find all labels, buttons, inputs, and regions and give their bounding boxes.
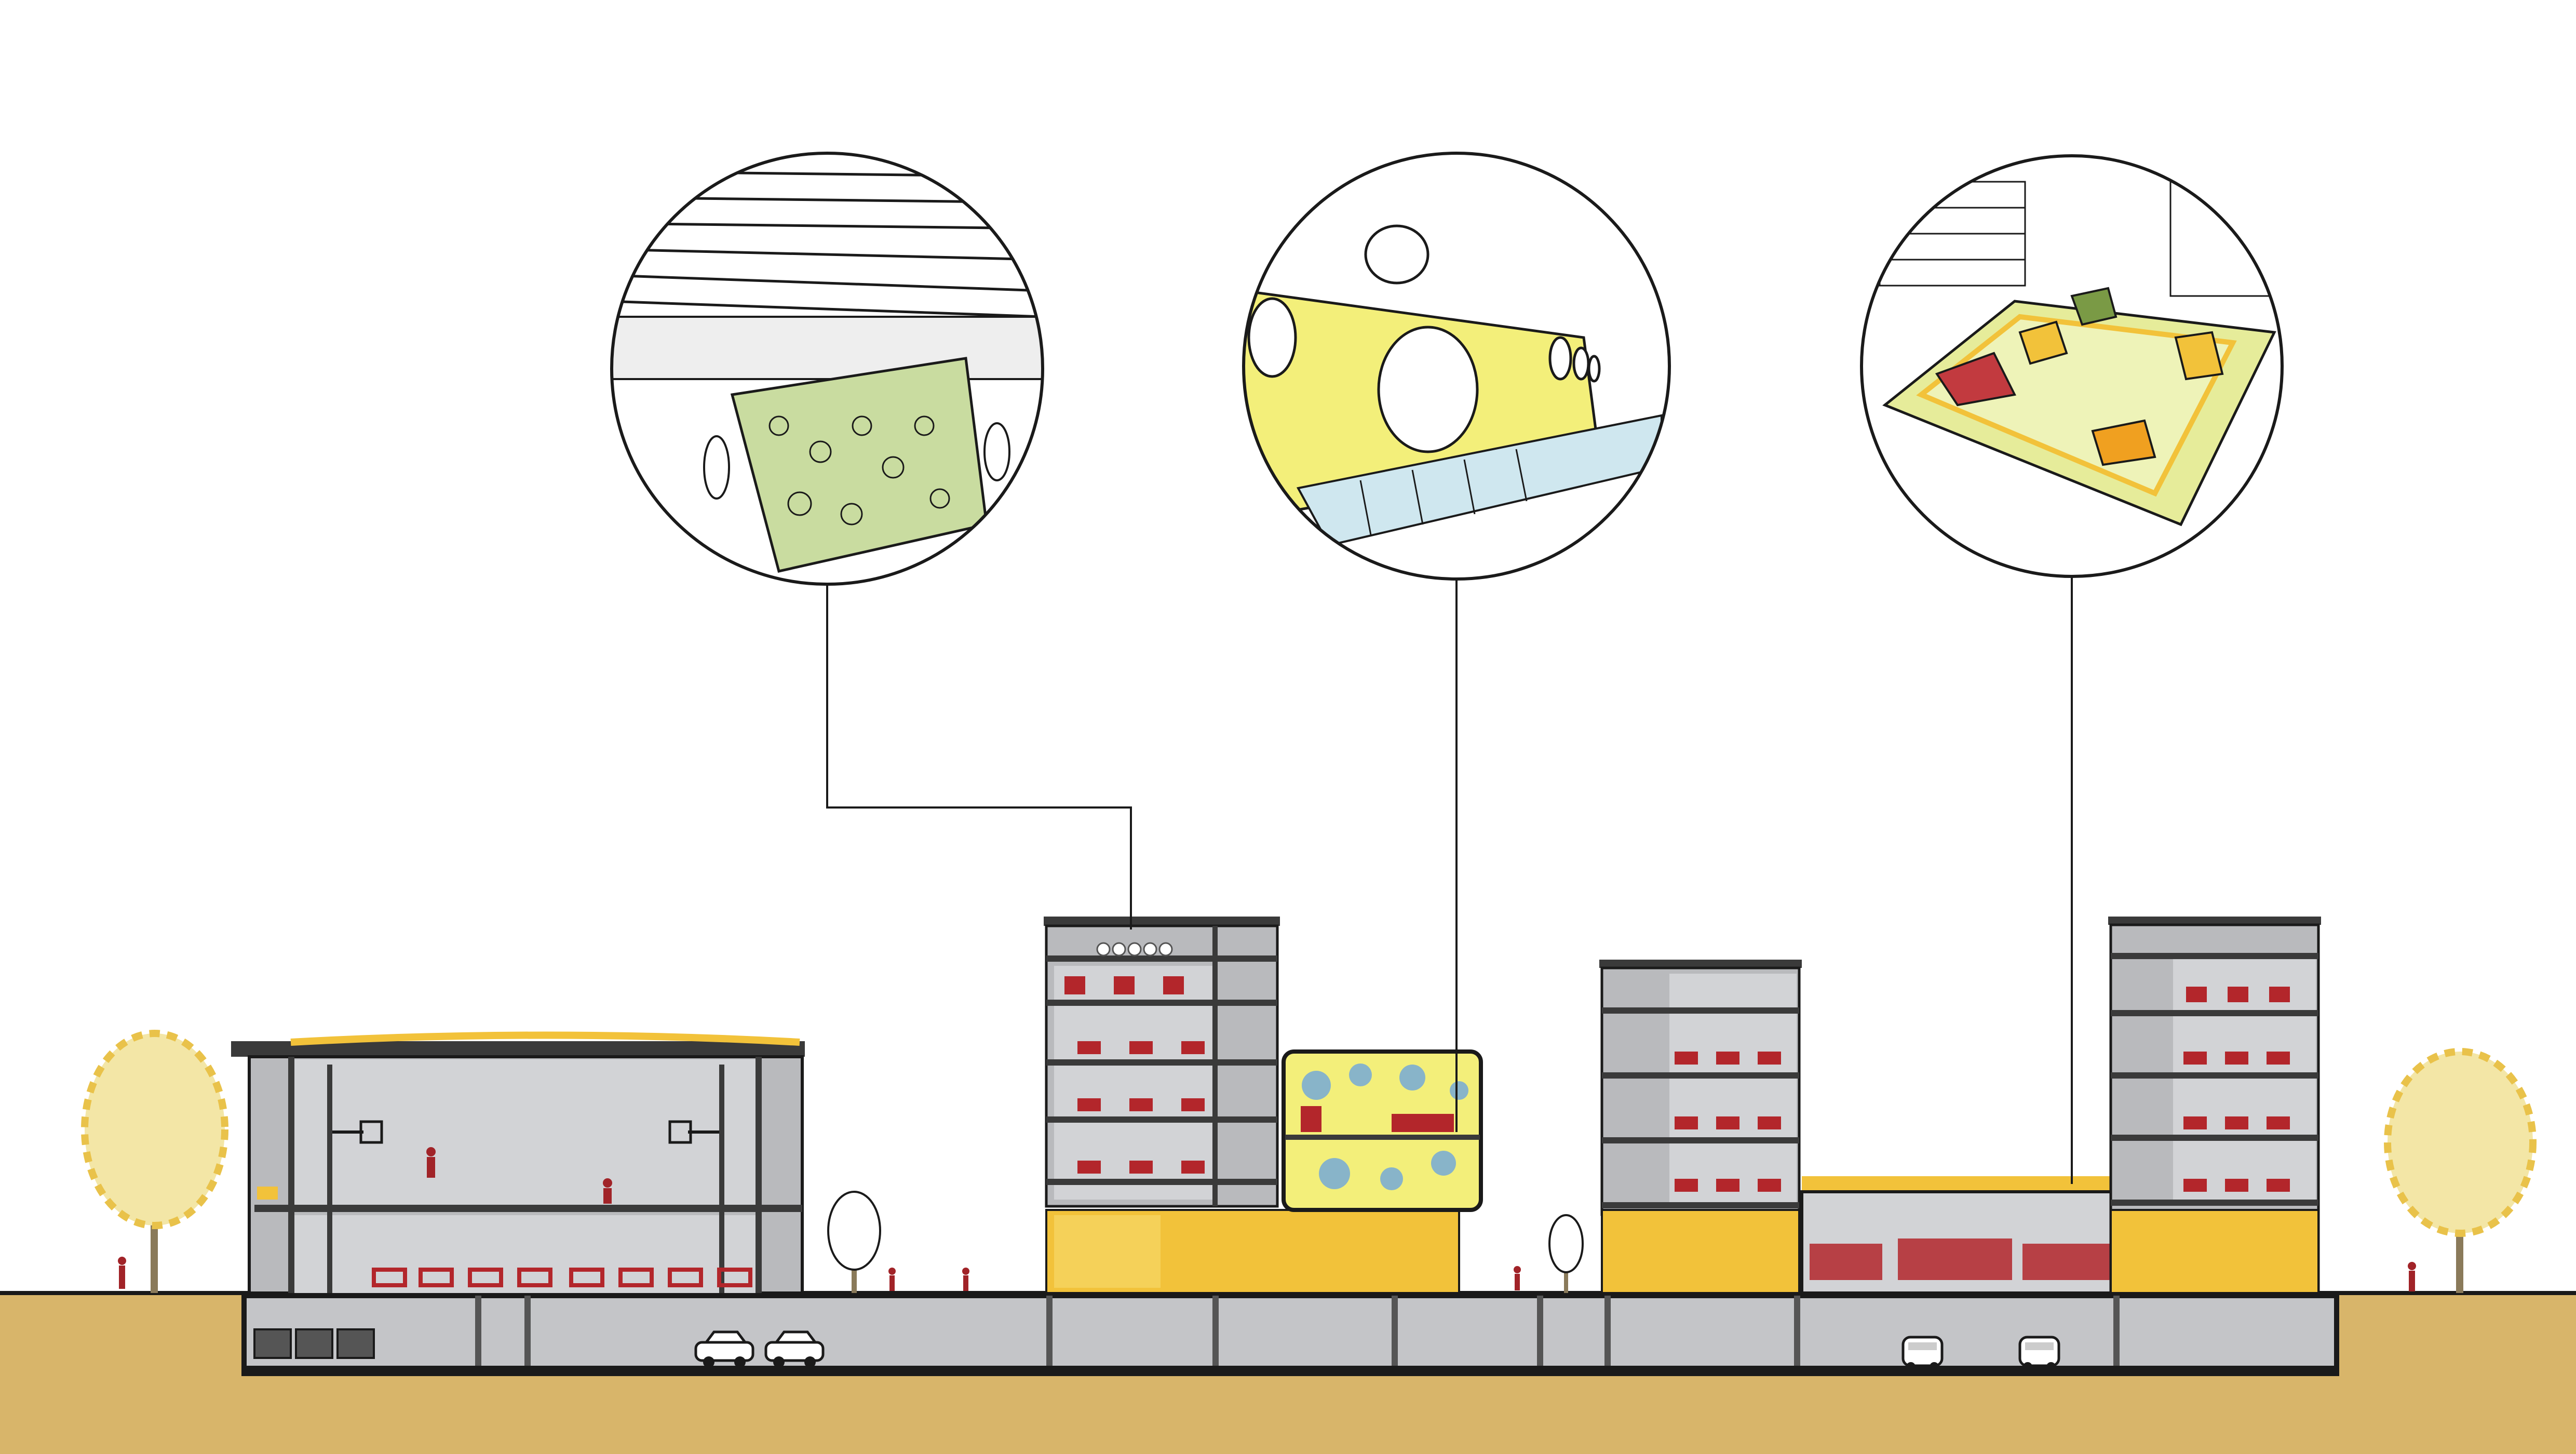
basement-parking — [241, 1293, 2339, 1376]
classroom-desks — [1064, 976, 1205, 1174]
car-icon — [2018, 1336, 2060, 1371]
basketball-hoop-icon — [668, 1120, 719, 1144]
person-icon — [426, 1147, 612, 1204]
classroom-block-middle — [1599, 960, 1802, 1294]
basketball-hoop-icon — [332, 1120, 383, 1144]
callout-leaders — [826, 563, 2073, 1184]
classroom-block-west — [1044, 917, 1460, 1294]
auditorium-seating — [1810, 1238, 2111, 1280]
basement-columns — [475, 1296, 2120, 1366]
car-icon — [764, 1330, 825, 1368]
tree-icon — [81, 1030, 228, 1293]
car-icon — [694, 1330, 754, 1368]
library-pod — [1282, 1049, 1483, 1212]
library-corridor-vignette — [1242, 152, 1671, 581]
classroom-block-east — [2108, 917, 2321, 1295]
sports-hall — [231, 1031, 805, 1295]
library-bubbles — [1302, 1063, 1468, 1190]
ground-section — [0, 1291, 2576, 1454]
cafeteria-tables — [372, 1268, 752, 1287]
tree-icon — [827, 1191, 881, 1293]
person-icon — [118, 1257, 2416, 1291]
play-courtyard-vignette — [1860, 154, 2284, 578]
auditorium — [1800, 1176, 2123, 1295]
basement-mechanical — [253, 1328, 375, 1359]
rooftop-domes — [1096, 942, 1173, 957]
car-icon — [1901, 1336, 1944, 1371]
rooftop-garden-vignette — [610, 152, 1044, 586]
tree-icon — [1548, 1214, 1584, 1293]
tree-icon — [2384, 1048, 2537, 1293]
